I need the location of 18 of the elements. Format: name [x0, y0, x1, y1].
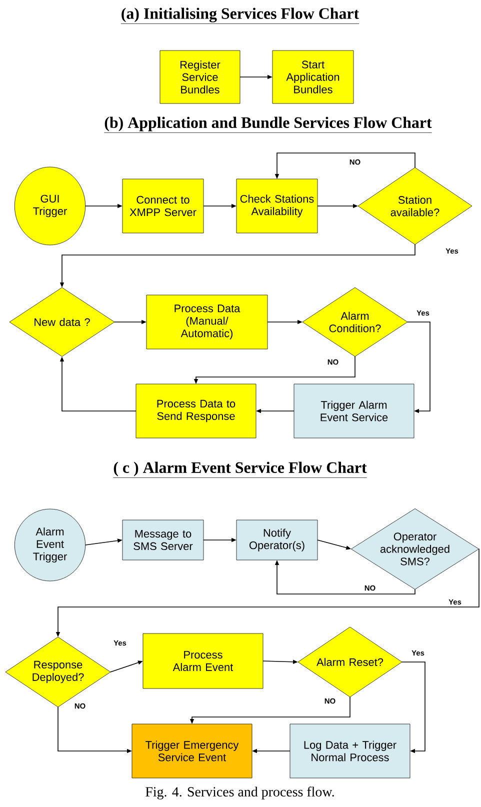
- section-heading: (b) Application and Bundle Services Flow Chart: [104, 116, 432, 133]
- process-box: Process Alarm Event: [142, 633, 264, 689]
- process-box: Message to SMS Server: [122, 520, 204, 560]
- process-box: Process Data (Manual/ Automatic): [146, 294, 268, 350]
- process-box: Connect to XMPP Server: [122, 178, 204, 234]
- arrow: [402, 662, 426, 754]
- section-heading: (a) Initialising Services Flow Chart: [120, 8, 360, 24]
- process-box: Register Service Bundles: [160, 50, 240, 104]
- process-box: Notify Operator(s): [236, 520, 318, 560]
- process-box: Process Data to Send Response: [136, 384, 256, 438]
- section-heading: ( c ) Alarm Event Service Flow Chart: [112, 462, 368, 478]
- process-box: Trigger Alarm Event Service: [294, 384, 414, 438]
- caption: Fig. 4. Services and process flow.: [146, 786, 334, 800]
- process-box: Log Data + Trigger Normal Process: [290, 724, 410, 778]
- process-box: Trigger Emergency Service Event: [132, 724, 252, 778]
- arrow: [407, 322, 430, 414]
- process-box: Start Application Bundles: [272, 50, 354, 104]
- process-box: Check Stations Availability: [236, 178, 318, 234]
